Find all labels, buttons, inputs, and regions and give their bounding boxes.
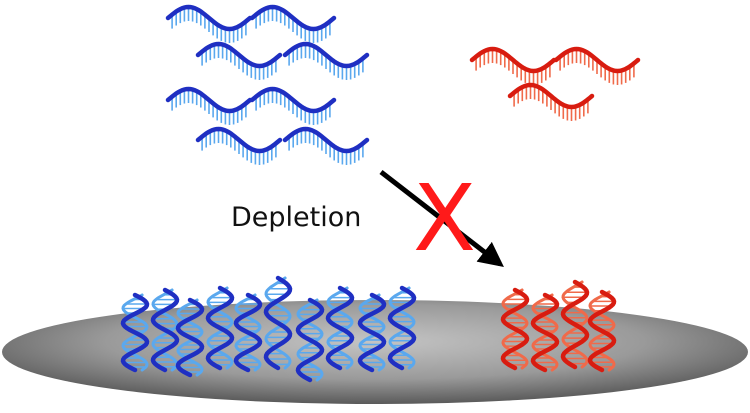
ssdna-blue-icon bbox=[195, 126, 283, 165]
dsdna-blue-icon bbox=[325, 285, 355, 371]
depletion-label: Depletion bbox=[231, 202, 361, 233]
ssdna-blue-icon bbox=[195, 41, 283, 80]
ssdna-blue-icon bbox=[165, 4, 253, 43]
arrow-icon bbox=[379, 170, 504, 268]
ssdna-blue-icon bbox=[249, 86, 337, 125]
free-blue-strands bbox=[165, 4, 370, 165]
dsdna-red-icon bbox=[530, 292, 560, 373]
free-red-strands bbox=[469, 46, 641, 121]
dsdna-blue-icon bbox=[357, 292, 387, 373]
dsdna-blue-icon bbox=[120, 292, 150, 373]
dsdna-blue-icon bbox=[175, 297, 205, 378]
dsdna-red-icon bbox=[587, 289, 617, 373]
ssdna-blue-icon bbox=[165, 86, 253, 125]
bound-blue-helices bbox=[120, 275, 417, 383]
ssdna-blue-icon bbox=[282, 126, 370, 165]
bound-red-helices bbox=[500, 279, 617, 373]
dsdna-red-icon bbox=[500, 287, 530, 371]
ssdna-red-icon bbox=[553, 46, 641, 85]
dsdna-blue-icon bbox=[387, 285, 417, 371]
dsdna-blue-icon bbox=[263, 275, 293, 371]
cross-mark-icon: X bbox=[413, 165, 476, 272]
ssdna-red-icon bbox=[469, 46, 557, 85]
dsdna-blue-icon bbox=[233, 292, 263, 373]
ssdna-blue-icon bbox=[282, 41, 370, 80]
dsdna-blue-icon bbox=[150, 287, 180, 373]
dsdna-blue-icon bbox=[295, 297, 325, 383]
ssdna-blue-icon bbox=[249, 4, 337, 43]
dsdna-red-icon bbox=[560, 279, 590, 370]
dsdna-blue-icon bbox=[205, 285, 235, 371]
ssdna-red-icon bbox=[507, 82, 595, 121]
